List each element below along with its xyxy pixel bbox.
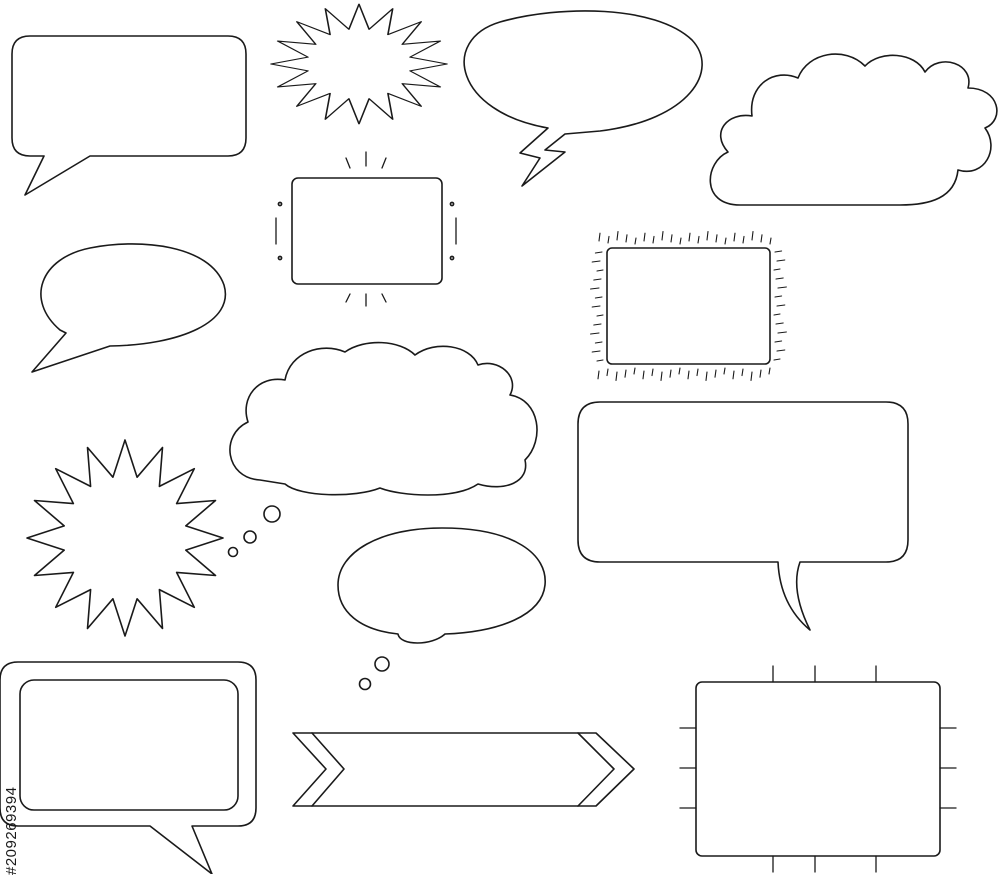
hair-stroke: [661, 231, 664, 241]
hair-stroke: [652, 235, 655, 244]
cloud-bubble: [709, 53, 998, 206]
arrow-banner-left-inner: [311, 732, 345, 807]
hair-stroke: [775, 277, 784, 280]
large-rounded-speech-bubble: [577, 401, 909, 631]
hair-stroke: [696, 368, 699, 377]
hair-stroke: [594, 341, 603, 344]
hair-stroke: [773, 358, 781, 361]
hair-stroke: [660, 371, 663, 381]
arrow-banner: [292, 732, 635, 807]
hair-stroke: [625, 234, 628, 243]
hair-stroke: [705, 371, 708, 381]
hair-stroke: [773, 268, 781, 271]
hair-stroke: [591, 350, 601, 353]
hair-stroke: [751, 231, 754, 241]
thought-dot-small: [358, 677, 372, 691]
thought-dot-medium: [243, 530, 257, 544]
hair-stroke: [724, 237, 727, 245]
hair-stroke: [733, 232, 736, 242]
hair-stroke: [606, 368, 609, 377]
hair-stroke: [774, 250, 783, 253]
hair-stroke: [679, 237, 682, 245]
hair-stroke: [634, 237, 637, 245]
hair-stroke: [597, 370, 600, 380]
hair-stroke: [643, 232, 646, 242]
large-cloud-bubble: [229, 341, 538, 496]
hair-stroke: [697, 235, 700, 244]
hair-stroke: [777, 286, 787, 289]
stock-id-label: #209269394: [3, 786, 20, 875]
hair-stroke: [598, 232, 601, 242]
hair-stroke: [590, 287, 600, 290]
hair-stroke: [607, 235, 610, 244]
hair-stroke: [596, 359, 604, 362]
hair-stroke: [590, 332, 600, 335]
hair-stroke: [591, 305, 601, 308]
hair-stroke: [591, 260, 601, 263]
hair-stroke: [769, 237, 772, 245]
hair-stroke: [759, 369, 762, 378]
hair-stroke: [741, 368, 744, 377]
hair-stroke: [616, 231, 619, 241]
thought-dot-small: [227, 546, 239, 558]
oval-speech-bubble: [31, 243, 227, 373]
hair-stroke: [777, 331, 787, 334]
hair-stroke: [670, 234, 673, 243]
hair-stroke: [723, 367, 726, 375]
hair-stroke: [773, 313, 781, 316]
oval-thought-bubble: [337, 527, 546, 644]
arrow-banner-right-inner: [577, 732, 615, 807]
hair-stroke: [687, 370, 690, 380]
small-burst-bubble: [270, 3, 448, 125]
hair-stroke: [596, 269, 604, 272]
hair-stroke: [678, 367, 681, 375]
hair-stroke: [774, 295, 783, 298]
hair-stroke: [715, 234, 718, 243]
hair-stroke: [593, 323, 602, 326]
radiant-ticks: [275, 151, 457, 307]
fuzzy-rect-hairs: [590, 231, 787, 381]
thought-dot-medium: [374, 656, 390, 672]
ticked-rect-bubble: [695, 681, 941, 857]
fuzzy-rect-bubble: [606, 247, 771, 365]
hair-stroke: [593, 278, 602, 281]
hair-stroke: [594, 296, 603, 299]
edge-ticks: [679, 665, 957, 873]
hair-stroke: [742, 235, 745, 244]
hair-stroke: [633, 367, 636, 375]
hair-stroke: [776, 259, 786, 262]
oval-zigzag-bubble: [463, 10, 703, 187]
hair-stroke: [776, 304, 786, 307]
hair-stroke: [732, 370, 735, 380]
large-burst-bubble: [26, 439, 224, 637]
hair-stroke: [776, 349, 786, 352]
hair-stroke: [594, 251, 603, 254]
hair-stroke: [774, 340, 783, 343]
hair-stroke: [596, 314, 604, 317]
hair-stroke: [615, 371, 618, 381]
hair-stroke: [750, 371, 753, 381]
radiant-rect-bubble: [291, 177, 443, 285]
hair-stroke: [642, 370, 645, 380]
hair-stroke: [775, 322, 784, 325]
hair-stroke: [760, 234, 763, 243]
hair-stroke: [714, 369, 717, 378]
hair-stroke: [706, 231, 709, 241]
thought-dot-large: [263, 505, 281, 523]
double-rect-speech-bubble-inner: [19, 679, 239, 811]
hair-stroke: [768, 367, 771, 375]
rounded-rect-speech-bubble: [11, 35, 247, 196]
hair-stroke: [688, 232, 691, 242]
hair-stroke: [624, 369, 627, 378]
hair-stroke: [669, 369, 672, 378]
hair-stroke: [651, 368, 654, 377]
